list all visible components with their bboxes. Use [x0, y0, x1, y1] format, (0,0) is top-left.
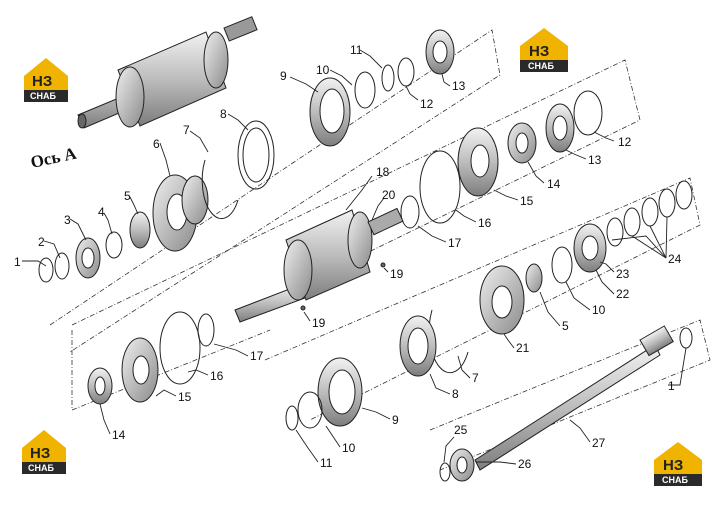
- callout-label: 1: [668, 379, 675, 393]
- right-ring-chain: [399, 180, 693, 377]
- callout-label: 19: [390, 267, 404, 281]
- leader-lines: [22, 49, 687, 465]
- logo-word: СНАБ: [662, 475, 688, 485]
- callout-label: 18: [376, 165, 390, 179]
- callout-label: 19: [312, 316, 326, 330]
- logo-mark: НЗ: [529, 43, 549, 60]
- callout-label: 1: [14, 255, 21, 269]
- callout-label: 16: [210, 369, 224, 383]
- callout-label: 13: [588, 153, 602, 167]
- logo-word: СНАБ: [528, 61, 554, 71]
- lower-left-assembly: [87, 311, 363, 431]
- callout-label: 11: [350, 43, 363, 57]
- callout-label: 10: [316, 63, 330, 77]
- callout-label: 25: [454, 423, 468, 437]
- logo-top-right: НЗ СНАБ: [520, 28, 568, 72]
- callout-label: 6: [153, 137, 160, 151]
- logo-bottom-left: НЗ СНАБ: [22, 430, 66, 474]
- callout-label: 15: [178, 390, 192, 404]
- callout-label: 12: [420, 97, 434, 111]
- callout-label: 16: [478, 216, 492, 230]
- callout-label: 17: [250, 349, 264, 363]
- callout-label: 23: [616, 267, 630, 281]
- callout-label: 26: [518, 457, 532, 471]
- callout-label: 5: [124, 189, 131, 203]
- callout-label: 2: [38, 235, 45, 249]
- logo-mark: НЗ: [32, 73, 52, 90]
- callout-label: 14: [547, 177, 561, 191]
- callout-label: 17: [448, 236, 462, 250]
- callout-numbers: 1 2 3 4 5 6 7 8 9 10 11 12 13 12 13 14 1…: [14, 43, 682, 471]
- logo-word: СНАБ: [30, 91, 56, 101]
- callout-label: 14: [112, 428, 126, 442]
- callout-label: 9: [392, 413, 399, 427]
- callout-label: 22: [616, 287, 630, 301]
- callout-label: 20: [382, 188, 396, 202]
- logo-mark: НЗ: [30, 445, 50, 462]
- callout-label: 4: [98, 205, 105, 219]
- callout-label: 21: [516, 341, 530, 355]
- logo-top-left: НЗ СНАБ: [24, 58, 68, 102]
- callout-label: 10: [592, 303, 606, 317]
- middle-assembly: [234, 90, 603, 323]
- callout-label: 12: [618, 135, 632, 149]
- callout-label: 7: [472, 371, 479, 385]
- callout-label: 8: [220, 107, 227, 121]
- callout-label: 11: [320, 456, 333, 470]
- callout-label: 9: [280, 69, 287, 83]
- logo-bottom-right: НЗ СНАБ: [654, 442, 702, 486]
- callout-label: 13: [452, 79, 466, 93]
- callout-label: 24: [668, 252, 682, 266]
- callout-label: 8: [452, 387, 459, 401]
- logo-mark: НЗ: [663, 457, 683, 474]
- callout-label: 5: [562, 319, 569, 333]
- lower-right-shaft: [439, 325, 693, 482]
- callout-label: 10: [342, 441, 356, 455]
- logo-word: СНАБ: [28, 463, 54, 473]
- upper-ring-chain: [38, 29, 455, 283]
- top-shaft-assembly: [77, 16, 258, 129]
- axis-title: Ось А: [29, 144, 79, 172]
- callout-label: 27: [592, 436, 606, 450]
- callout-label: 15: [520, 194, 534, 208]
- callout-label: 7: [183, 123, 190, 137]
- callout-label: 3: [64, 213, 71, 227]
